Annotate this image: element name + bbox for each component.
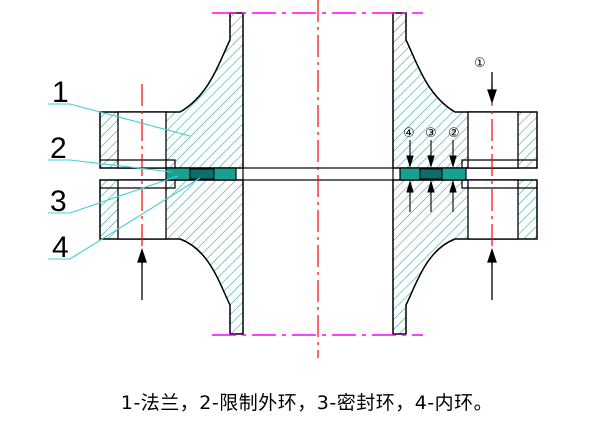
label-1: 1 <box>52 76 69 109</box>
label-2: 2 <box>50 132 67 165</box>
flange-face-steps <box>100 159 537 189</box>
pipe-end-lines <box>212 12 423 336</box>
marker-3: ③ <box>425 126 437 141</box>
marker-2: ② <box>448 126 460 141</box>
label-3: 3 <box>50 185 67 218</box>
centerlines <box>141 0 493 358</box>
gasket-right <box>399 167 467 181</box>
marker-4: ④ <box>403 126 415 141</box>
gasket-load-arrows <box>406 140 457 212</box>
label-4: 4 <box>52 231 69 264</box>
marker-1: ① <box>474 56 486 71</box>
bolt-force-arrows <box>137 72 497 300</box>
gasket-left <box>165 167 237 181</box>
diagram-caption: 1-法兰，2-限制外环，3-密封环，4-内环。 <box>120 392 494 414</box>
leader-lines <box>48 103 201 260</box>
